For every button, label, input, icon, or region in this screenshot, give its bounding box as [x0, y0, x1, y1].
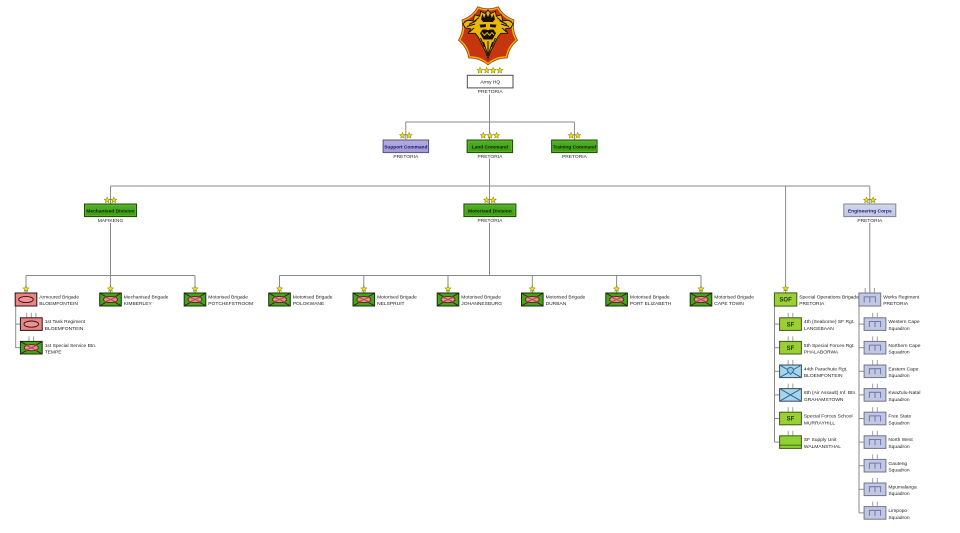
svg-text:Engineering Corps: Engineering Corps	[848, 208, 892, 214]
svg-text:PORT ELIZABETH: PORT ELIZABETH	[630, 301, 672, 307]
svg-text:Support Command: Support Command	[384, 144, 427, 150]
svg-text:SF: SF	[787, 346, 795, 352]
svg-text:PRETORIA: PRETORIA	[562, 154, 588, 160]
svg-text:Mpumalanga: Mpumalanga	[888, 484, 917, 490]
svg-text:PRETORIA: PRETORIA	[857, 218, 883, 224]
svg-text:Squadron: Squadron	[888, 444, 909, 450]
svg-text:Training Command: Training Command	[553, 144, 597, 150]
svg-text:Armoured Brigade: Armoured Brigade	[39, 294, 79, 300]
svg-text:PRETORIA: PRETORIA	[393, 154, 419, 160]
svg-text:DURBAN: DURBAN	[546, 301, 567, 307]
svg-text:Motorised Brigade: Motorised Brigade	[293, 294, 333, 300]
svg-text:Gauteng: Gauteng	[888, 461, 907, 467]
svg-text:Squadron: Squadron	[888, 491, 909, 497]
svg-text:WALMANSTHAL: WALMANSTHAL	[804, 444, 841, 450]
svg-text:Motorised Brigade: Motorised Brigade	[630, 294, 670, 300]
svg-text:Squadron: Squadron	[888, 397, 909, 403]
svg-text:KIMBERLEY: KIMBERLEY	[124, 301, 153, 307]
svg-text:SF: SF	[787, 322, 795, 328]
svg-text:Motorised Brigade: Motorised Brigade	[208, 294, 248, 300]
svg-text:PHALABORWA: PHALABORWA	[804, 350, 839, 356]
svg-text:Motorised Brigade: Motorised Brigade	[377, 294, 417, 300]
svg-text:Squadron: Squadron	[888, 350, 909, 356]
svg-text:Special Forces School: Special Forces School	[804, 414, 853, 420]
svg-text:SOF: SOF	[779, 298, 792, 304]
svg-text:PRETORIA: PRETORIA	[477, 218, 503, 224]
svg-text:PRETORIA: PRETORIA	[477, 154, 503, 160]
svg-text:NELSPRUIT: NELSPRUIT	[377, 301, 404, 307]
svg-text:BLOEMFONTEIN: BLOEMFONTEIN	[45, 326, 84, 332]
svg-text:POTCHEFSTROOM: POTCHEFSTROOM	[208, 301, 253, 307]
svg-text:Northern Cape: Northern Cape	[888, 343, 920, 349]
svg-text:BLOEMFONTEIN: BLOEMFONTEIN	[39, 301, 78, 307]
svg-text:Mechanised Division: Mechanised Division	[86, 208, 134, 214]
svg-text:Western Cape: Western Cape	[888, 319, 919, 325]
svg-text:PRETORIA: PRETORIA	[478, 89, 504, 95]
svg-text:SF Supply Unit: SF Supply Unit	[804, 437, 837, 443]
svg-text:Motorised Division: Motorised Division	[468, 208, 512, 214]
svg-text:Army HQ: Army HQ	[480, 80, 500, 86]
svg-text:Squadron: Squadron	[888, 373, 909, 379]
svg-text:BLOEMFONTEIN: BLOEMFONTEIN	[804, 373, 843, 379]
svg-text:6th (Air Assault) Inf. Btn.: 6th (Air Assault) Inf. Btn.	[804, 390, 857, 396]
svg-text:Motorised Brigade: Motorised Brigade	[461, 294, 501, 300]
svg-text:1st Special Service Btn.: 1st Special Service Btn.	[45, 343, 97, 349]
svg-text:KwaZulu-Natal: KwaZulu-Natal	[888, 390, 920, 396]
svg-text:MURRAYHILL: MURRAYHILL	[804, 420, 835, 426]
svg-text:TEMPE: TEMPE	[45, 350, 63, 356]
svg-text:Motorised Brigade: Motorised Brigade	[714, 294, 754, 300]
svg-text:Squadron: Squadron	[888, 468, 909, 474]
svg-text:POLOKWANE: POLOKWANE	[293, 301, 325, 307]
svg-text:4th (Seaborne) SF Rgt.: 4th (Seaborne) SF Rgt.	[804, 319, 855, 325]
svg-text:Motorised Brigade: Motorised Brigade	[546, 294, 586, 300]
svg-text:Land Command: Land Command	[472, 144, 508, 150]
svg-text:1st Tank Regiment: 1st Tank Regiment	[45, 319, 86, 325]
svg-text:Squadron: Squadron	[888, 515, 909, 521]
svg-text:CAPE TOWN: CAPE TOWN	[714, 301, 744, 307]
svg-text:Squadron: Squadron	[888, 420, 909, 426]
svg-text:SF: SF	[787, 417, 795, 423]
svg-text:5th Special Forces Rgt.: 5th Special Forces Rgt.	[804, 343, 855, 349]
svg-text:MAFIKENG: MAFIKENG	[98, 218, 124, 224]
svg-text:Works Regiment: Works Regiment	[883, 294, 920, 300]
svg-text:GRAHAMSTOWN: GRAHAMSTOWN	[804, 397, 844, 403]
svg-text:Special Operations Brigade: Special Operations Brigade	[799, 294, 859, 300]
svg-text:PRETORIA: PRETORIA	[883, 301, 909, 307]
svg-text:Limpopo: Limpopo	[888, 508, 907, 514]
svg-text:Mechanised Brigade: Mechanised Brigade	[124, 294, 169, 300]
svg-text:LANGEBAAN: LANGEBAAN	[804, 326, 834, 332]
svg-text:North West: North West	[888, 437, 913, 443]
svg-text:44th Parachute Rgt.: 44th Parachute Rgt.	[804, 366, 848, 372]
svg-text:PRETORIA: PRETORIA	[799, 301, 825, 307]
svg-text:Squadron: Squadron	[888, 326, 909, 332]
svg-text:JOHANNESBURG: JOHANNESBURG	[461, 301, 502, 307]
svg-text:Eastern Cape: Eastern Cape	[888, 366, 918, 372]
svg-text:Free State: Free State	[888, 414, 911, 420]
